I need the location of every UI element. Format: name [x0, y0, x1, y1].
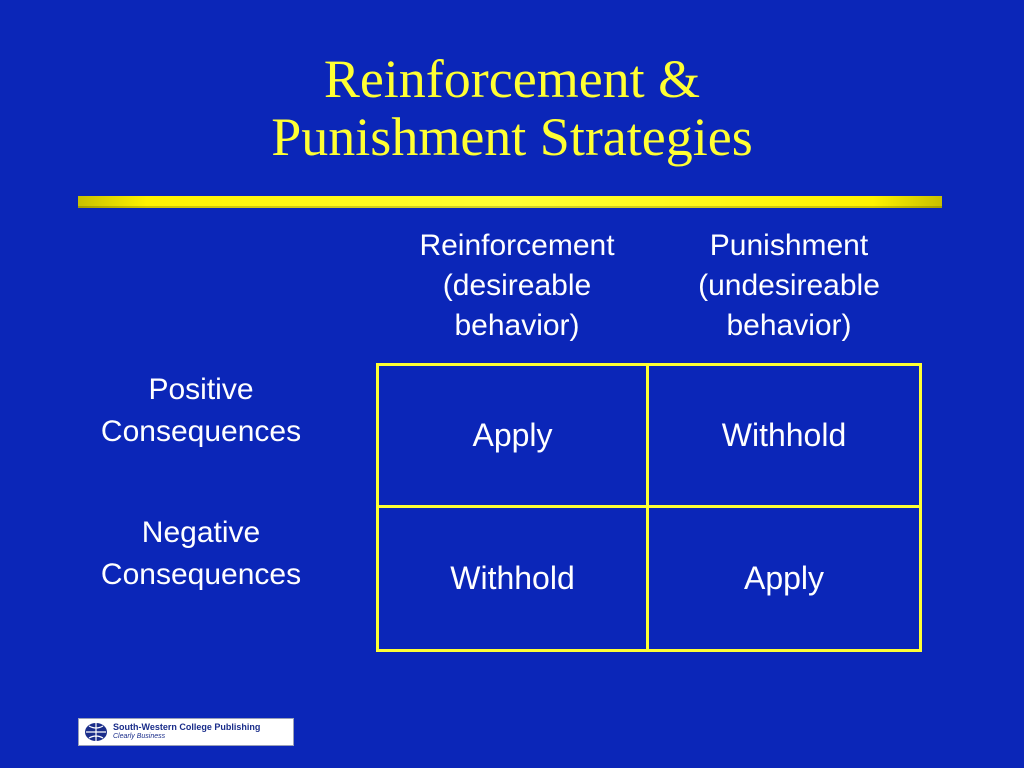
publisher-logo-text: South-Western College Publishing Clearly…	[113, 722, 260, 742]
matrix-cell-positive-punishment: Withhold	[649, 366, 919, 508]
row-header-negative-consequences: Negative Consequences	[100, 516, 302, 591]
slide-title: Reinforcement & Punishment Strategies	[0, 50, 1024, 166]
strategy-matrix: Apply Withhold Withhold Apply	[376, 363, 922, 652]
publisher-logo: South-Western College Publishing Clearly…	[78, 718, 294, 746]
matrix-cell-negative-punishment: Apply	[743, 559, 825, 596]
row-header-positive-consequences: Positive Consequences	[100, 373, 302, 448]
publisher-name: South-Western College Publishing	[113, 722, 261, 732]
globe-logo-icon	[85, 723, 107, 741]
publisher-tagline: Clearly Business	[113, 733, 166, 740]
slide-title-line-2: Punishment Strategies	[271, 107, 753, 167]
slide-title-line-1: Reinforcement &	[323, 49, 701, 109]
title-divider	[78, 196, 942, 208]
matrix-cell-negative-reinforcement: Withhold	[379, 507, 649, 649]
column-header-punishment: Punishment (undesireable behavior)	[698, 229, 880, 342]
matrix-cell-positive-reinforcement: Apply	[379, 366, 649, 508]
column-header-reinforcement: Reinforcement (desireable behavior)	[419, 229, 615, 342]
